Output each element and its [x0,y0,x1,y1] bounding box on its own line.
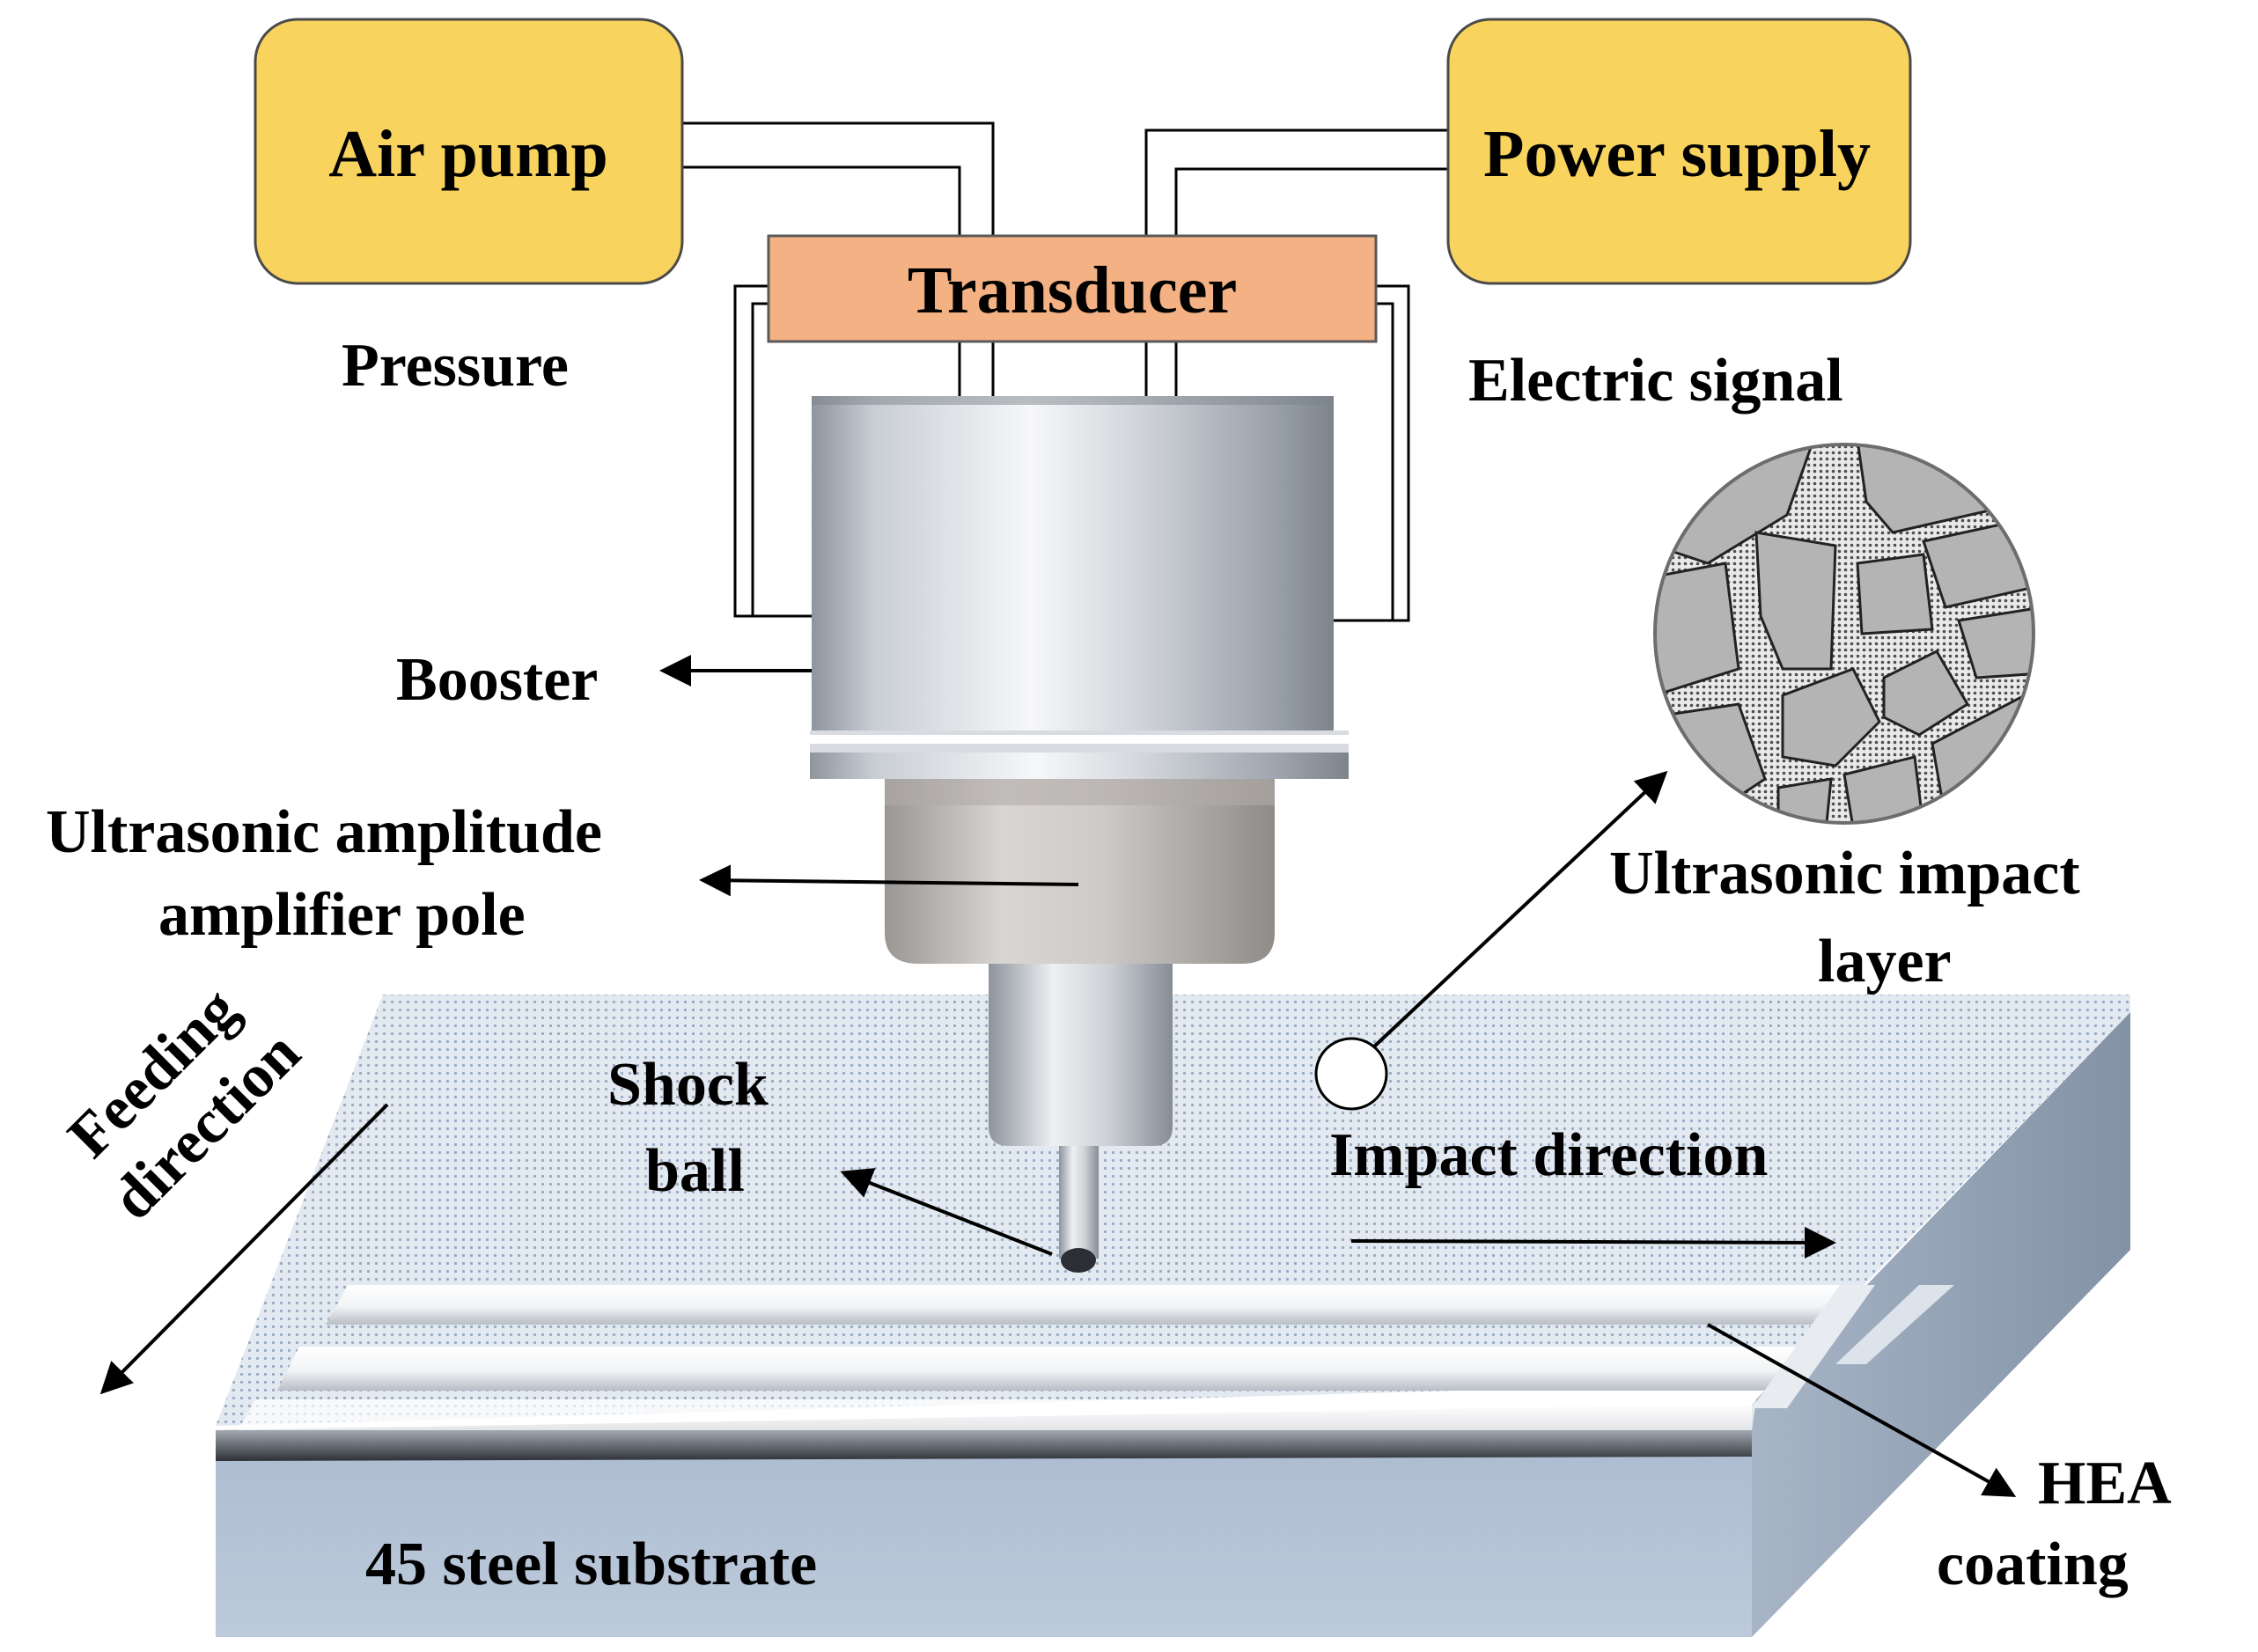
amplifier-label-line1: Ultrasonic amplitude [46,798,602,866]
booster-cylinder [810,396,1349,779]
substrate-label: 45 steel substrate [365,1531,817,1598]
hea-label-line1: HEA [2038,1450,2172,1517]
electric-signal-label: Electric signal [1468,347,1843,415]
impact-stripe [326,1285,1840,1325]
transducer-box: Transducer [767,234,1378,343]
air-pump-label: Air pump [328,117,607,191]
impact-layer-label-line2: layer [1818,928,1952,995]
impact-rod [989,964,1173,1273]
substrate-block [216,995,2130,1637]
impact-direction-label: Impact direction [1329,1121,1768,1189]
feeding-direction-label: Feeding direction [55,975,313,1233]
shock-ball-label-line2: ball [645,1137,745,1205]
impact-layer-label-line1: Ultrasonic impact [1609,840,2080,907]
power-supply-label: Power supply [1483,117,1871,191]
substrate-front-face [216,1457,1752,1637]
shock-ball-arrow [840,1168,1053,1256]
impact-direction-arrow [1350,1226,1836,1259]
impact-stripe [277,1347,1796,1391]
amplifier-pole [885,779,1275,964]
shock-ball-label-line1: Shock [607,1051,769,1119]
impact-stripe [1835,1285,1954,1364]
power-supply-box: Power supply [1446,18,1912,285]
feeding-direction-arrow [99,1103,389,1395]
impact-layer-magnifier [1653,443,2035,825]
impact-stripe [238,1399,1756,1430]
amplifier-label-line2: amplifier pole [158,881,526,949]
hea-coating-arrow [1707,1323,2017,1497]
shock-ball [1061,1248,1096,1273]
impact-point-marker [1314,1037,1388,1111]
pressure-label: Pressure [342,332,569,400]
transducer-label: Transducer [908,253,1237,327]
arrows [99,655,2017,1497]
amplifier-arrow [699,864,1079,897]
magnifier-arrow [1372,770,1668,1049]
air-pump-box: Air pump [254,18,684,285]
booster-label: Booster [396,646,598,714]
substrate-side-face [1752,1012,2130,1637]
hea-label-line2: coating [1937,1531,2129,1598]
impact-stripe [1752,1285,1875,1408]
